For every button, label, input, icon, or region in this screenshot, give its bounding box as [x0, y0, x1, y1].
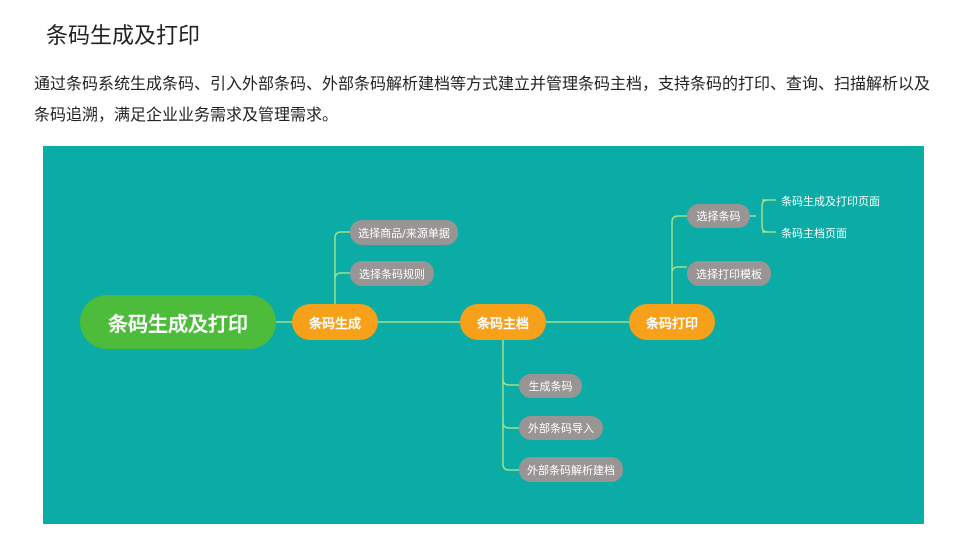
leaf-import-external[interactable]: 外部条码导入 [519, 416, 603, 440]
node-master[interactable]: 条码主档 [460, 304, 546, 340]
node-generate[interactable]: 条码生成 [292, 304, 378, 340]
page-title: 条码生成及打印 [46, 24, 201, 49]
node-print[interactable]: 条码打印 [629, 304, 715, 340]
root-node[interactable]: 条码生成及打印 [80, 295, 276, 349]
leaf-parse-external[interactable]: 外部条码解析建档 [519, 457, 623, 482]
leaf-select-template[interactable]: 选择打印模板 [687, 261, 771, 286]
leaf-select-rule[interactable]: 选择条码规则 [350, 261, 434, 286]
text-master-page: 条码主档页面 [781, 227, 847, 240]
text-generate-print-page: 条码生成及打印页面 [781, 195, 880, 208]
page-description: 通过条码系统生成条码、引入外部条码、外部条码解析建档等方式建立并管理条码主档，支… [34, 74, 931, 124]
mindmap-panel: 条码生成及打印 条码生成 选择商品/来源单据 选择条码规则 条码主档 生成条码 … [43, 146, 924, 524]
leaf-select-goods[interactable]: 选择商品/来源单据 [350, 220, 458, 245]
leaf-select-barcode[interactable]: 选择条码 [687, 204, 750, 228]
leaf-generate-barcode[interactable]: 生成条码 [519, 374, 582, 398]
